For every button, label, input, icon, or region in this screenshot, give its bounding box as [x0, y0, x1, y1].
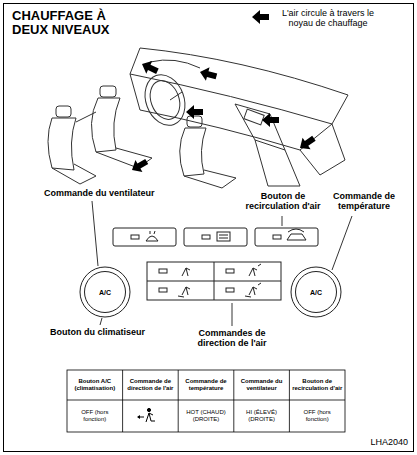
figure-code: LHA2040	[352, 437, 408, 447]
table-cell: OFF (hors fonction)	[289, 400, 345, 432]
control-knob: A/C	[84, 271, 126, 313]
table-cell: HOT (CHAUD) (DROITE)	[178, 400, 234, 432]
table-cell: OFF (hors fonction)	[67, 400, 123, 432]
figure-title: CHAUFFAGE À DEUX NIVEAUX	[12, 9, 128, 38]
table-cell: Bouton de recirculation d'air	[289, 370, 345, 400]
table-cell: Bouton A/C (climatisation)	[67, 370, 123, 400]
callout-label: Commande du ventilateur	[44, 188, 174, 198]
settings-table	[67, 370, 345, 432]
table-cell: Commande de température	[178, 370, 234, 400]
callout-label: Bouton du climatiseur	[50, 327, 170, 337]
direction-icon-head	[137, 415, 140, 419]
legend-arrow	[252, 10, 269, 24]
control-panel	[80, 228, 341, 317]
table-cell: HI (ÉLEVÉ) (DROITE)	[234, 400, 290, 432]
table-cell: Commande de direction de l'air	[123, 370, 179, 400]
callout-label: Bouton de recirculation d'air	[240, 191, 326, 212]
callout-label: Commande de température	[322, 191, 406, 212]
leader-lines	[92, 201, 352, 326]
table-cell: Commande du ventilateur	[234, 370, 290, 400]
knob-label: A/C	[310, 289, 322, 296]
legend-text: L'air circule à travers le noyau de chau…	[272, 8, 384, 29]
frame	[4, 4, 414, 452]
control-knob: A/C	[295, 271, 337, 313]
car-interior	[48, 48, 348, 188]
knob-label: A/C	[99, 289, 111, 296]
airflow-arrows	[129, 58, 318, 176]
callout-label: Commandes de direction de l'air	[184, 328, 280, 349]
direction-icon	[138, 408, 155, 422]
